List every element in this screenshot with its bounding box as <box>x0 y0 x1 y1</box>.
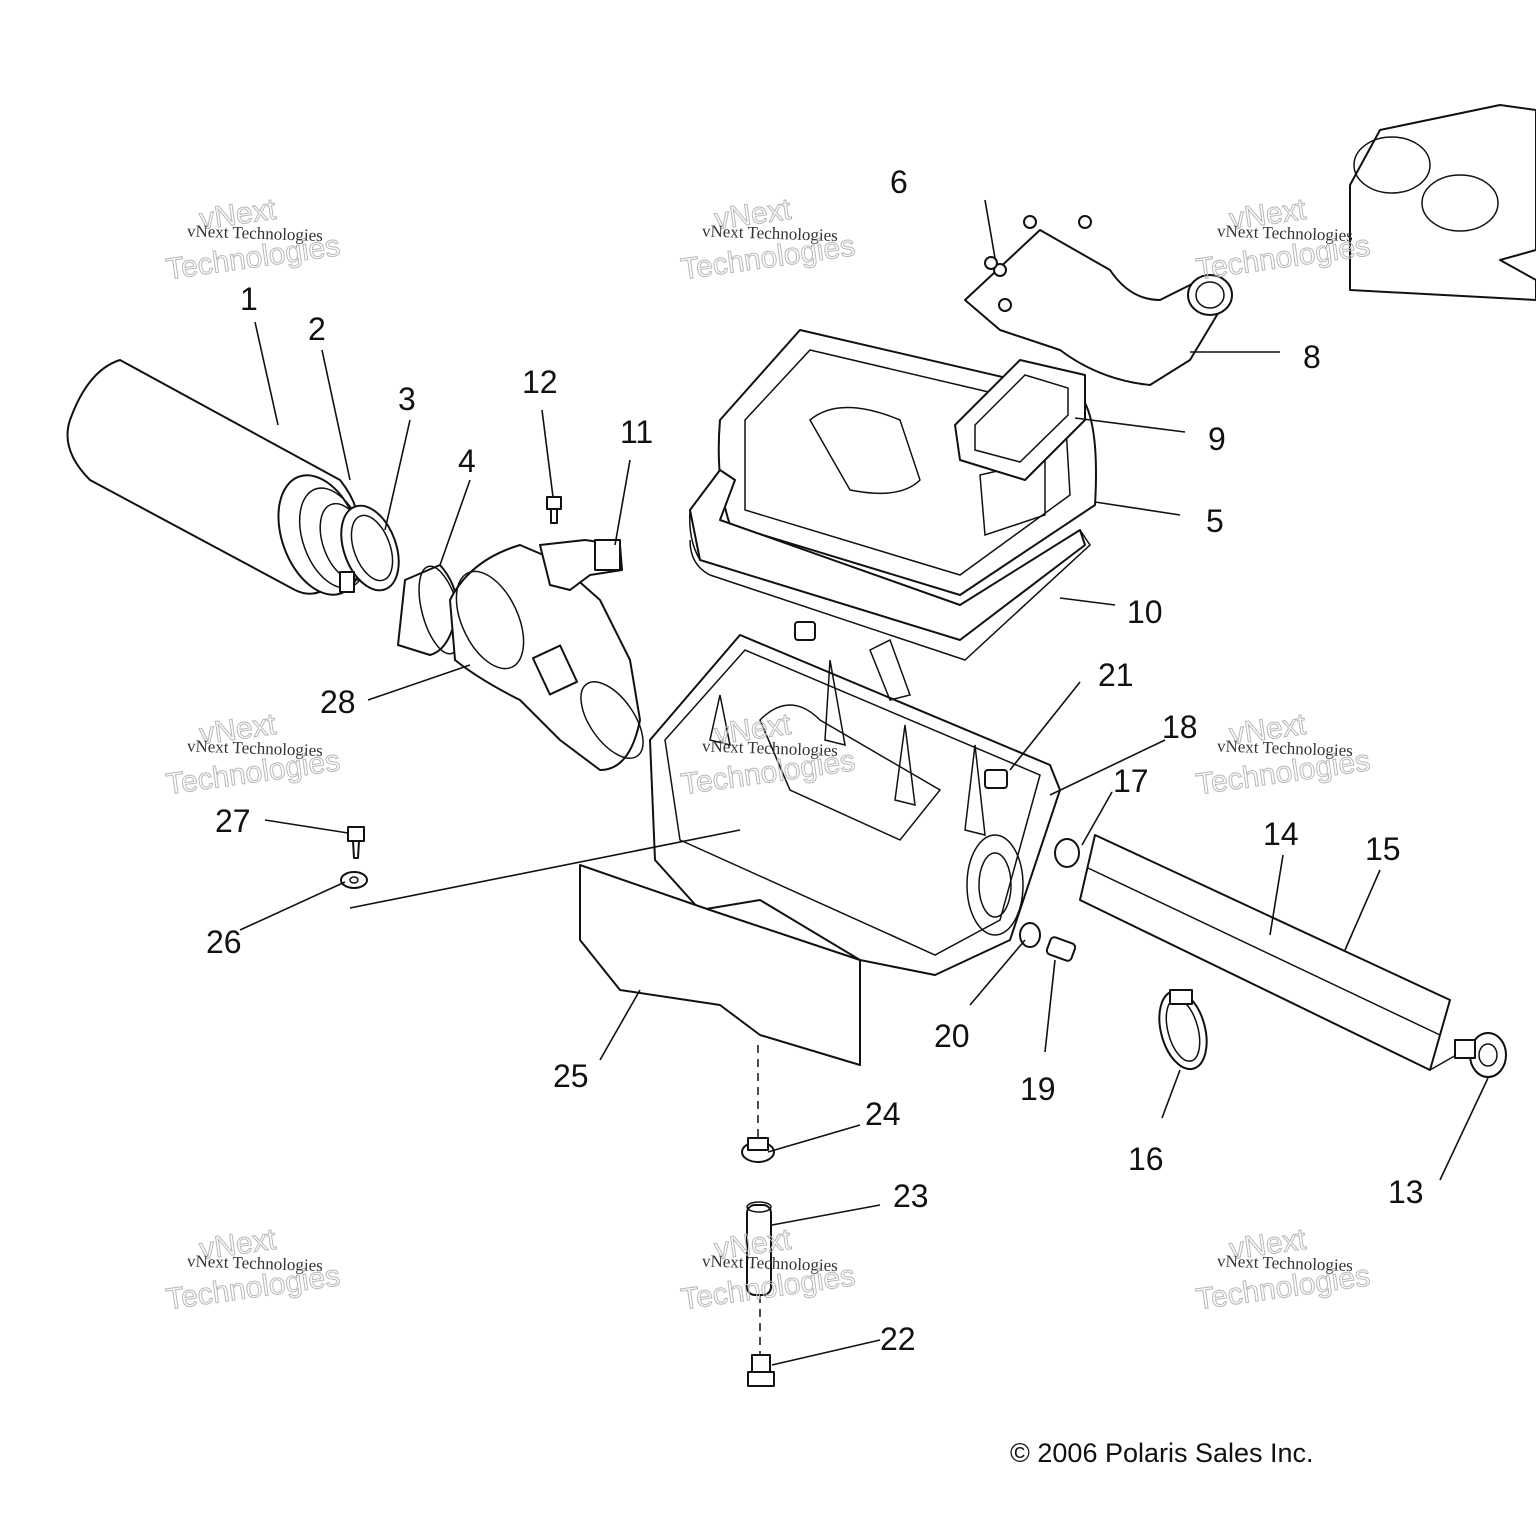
watermark: vNext vNext Technologies Technologies <box>679 1222 858 1317</box>
svg-text:vNext Technologies: vNext Technologies <box>1217 736 1353 760</box>
watermark: vNext vNext Technologies Technologies <box>1194 707 1373 802</box>
watermark: vNext vNext Technologies Technologies <box>164 192 343 287</box>
svg-text:vNext Technologies: vNext Technologies <box>1217 221 1353 245</box>
part-screw <box>984 256 998 270</box>
callout-19: 19 <box>1020 1071 1056 1107</box>
callout-1: 1 <box>240 281 258 317</box>
callouts: 1 2 3 4 5 6 8 9 10 11 12 13 14 15 16 17 … <box>206 164 1424 1357</box>
callout-12: 12 <box>522 364 558 400</box>
part-sensor-screw <box>546 496 562 524</box>
callout-2: 2 <box>308 311 326 347</box>
part-bolt <box>347 826 365 859</box>
svg-text:vNext Technologies: vNext Technologies <box>187 1251 323 1275</box>
callout-28: 28 <box>320 684 356 720</box>
callout-23: 23 <box>893 1178 929 1214</box>
callout-6: 6 <box>890 164 908 200</box>
watermark: vNext vNext Technologies Technologies <box>1194 192 1373 287</box>
callout-13: 13 <box>1388 1174 1424 1210</box>
watermark: vNext vNext Technologies Technologies <box>679 707 858 802</box>
part-cover-seal <box>688 469 1091 661</box>
callout-5: 5 <box>1206 503 1224 539</box>
callout-24: 24 <box>865 1096 901 1132</box>
engine-block <box>1349 104 1536 301</box>
part-spacer <box>1045 936 1077 962</box>
part-retaining-clip <box>794 621 1008 789</box>
svg-text:vNext Technologies: vNext Technologies <box>187 221 323 245</box>
callout-10: 10 <box>1127 594 1163 630</box>
part-grommet <box>1054 838 1080 868</box>
part-throttle-body <box>449 544 644 771</box>
part-air-filter <box>66 359 371 596</box>
callout-15: 15 <box>1365 831 1401 867</box>
part-hose-clamp <box>339 504 400 593</box>
leader-lines <box>239 199 1489 1366</box>
callout-25: 25 <box>553 1058 589 1094</box>
callout-3: 3 <box>398 381 416 417</box>
callout-27: 27 <box>215 803 251 839</box>
part-washer <box>340 871 368 889</box>
callout-16: 16 <box>1128 1141 1164 1177</box>
part-drain-clamp <box>1454 1032 1507 1078</box>
watermark: vNext vNext Technologies Technologies <box>164 1222 343 1317</box>
part-hose <box>1079 834 1466 1071</box>
callout-26: 26 <box>206 924 242 960</box>
callout-18: 18 <box>1162 709 1198 745</box>
watermark: vNext vNext Technologies Technologies <box>679 192 858 287</box>
callout-17: 17 <box>1113 763 1149 799</box>
callout-14: 14 <box>1263 816 1299 852</box>
watermark: vNext vNext Technologies Technologies <box>164 707 343 802</box>
svg-text:vNext Technologies: vNext Technologies <box>702 1251 838 1275</box>
watermarks: vNext vNext Technologies Technologies vN… <box>164 192 1373 1317</box>
watermark: vNext vNext Technologies Technologies <box>1194 1222 1373 1317</box>
callout-8: 8 <box>1303 339 1321 375</box>
svg-text:vNext Technologies: vNext Technologies <box>187 736 323 760</box>
part-heat-shield <box>579 864 861 1066</box>
part-intake-duct <box>964 215 1233 386</box>
callout-20: 20 <box>934 1018 970 1054</box>
callout-11: 11 <box>620 414 653 450</box>
part-drain-tube <box>746 1201 772 1296</box>
callout-9: 9 <box>1208 421 1226 457</box>
svg-text:vNext Technologies: vNext Technologies <box>1217 1251 1353 1275</box>
part-hose-clamp-large <box>1158 989 1208 1071</box>
part-drain-plug <box>747 1354 775 1387</box>
svg-text:vNext Technologies: vNext Technologies <box>702 736 838 760</box>
part-sensor <box>539 539 623 591</box>
callout-22: 22 <box>880 1321 916 1357</box>
copyright-notice: © 2006 Polaris Sales Inc. <box>1010 1438 1314 1468</box>
part-airbox-base <box>649 634 1061 976</box>
callout-4: 4 <box>458 443 476 479</box>
callout-21: 21 <box>1098 657 1134 693</box>
part-coupler-sleeve <box>397 564 462 656</box>
part-tube-clamp <box>741 1137 775 1163</box>
svg-text:vNext Technologies: vNext Technologies <box>702 221 838 245</box>
